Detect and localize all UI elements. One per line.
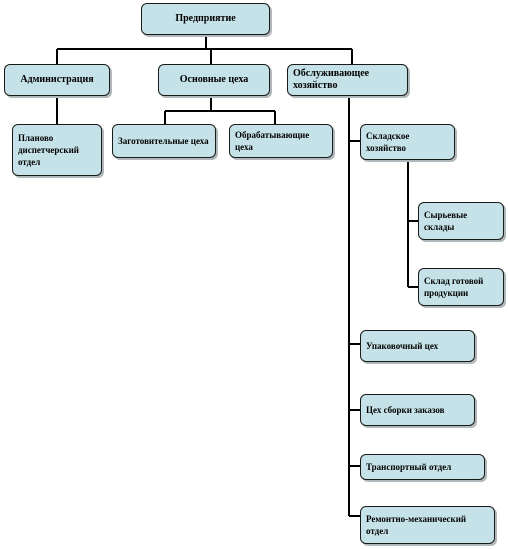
node-service-economy-label: Обслуживающее хозяйство <box>293 68 370 91</box>
node-planning-dept-label: Планово диспетчерский отдел <box>18 133 79 167</box>
node-procurement-shops[interactable]: Заготовительные цеха <box>112 124 216 158</box>
node-administration[interactable]: Администрация <box>4 64 110 96</box>
node-root[interactable]: Предприятие <box>141 3 270 35</box>
node-warehouse-economy[interactable]: Складское хозяйство <box>360 124 455 160</box>
node-processing-shops-label: Обрабатывающие цеха <box>235 130 310 152</box>
node-raw-warehouses[interactable]: Сырьевые склады <box>418 202 504 240</box>
node-transport-dept[interactable]: Транспортный отдел <box>360 454 485 480</box>
node-administration-label: Администрация <box>20 74 94 85</box>
node-main-shops[interactable]: Основные цеха <box>158 64 270 96</box>
node-service-economy[interactable]: Обслуживающее хозяйство <box>287 64 408 96</box>
node-packing-shop[interactable]: Упаковочный цех <box>360 330 475 362</box>
node-processing-shops[interactable]: Обрабатывающие цеха <box>229 124 333 158</box>
node-main-shops-label: Основные цеха <box>179 74 249 85</box>
node-warehouse-economy-label: Складское хозяйство <box>366 131 410 153</box>
node-root-label: Предприятие <box>175 13 236 24</box>
node-transport-dept-label: Транспортный отдел <box>366 462 452 472</box>
node-repair-mechanical-dept[interactable]: Ремонтно-механический отдел <box>360 506 495 544</box>
node-packing-shop-label: Упаковочный цех <box>366 341 439 351</box>
node-order-assembly-shop[interactable]: Цех сборки заказов <box>360 394 475 426</box>
node-finished-goods-warehouse-label: Склад готовой продукции <box>424 276 484 298</box>
node-repair-mechanical-dept-label: Ремонтно-механический отдел <box>366 514 467 536</box>
node-order-assembly-shop-label: Цех сборки заказов <box>366 405 445 415</box>
node-raw-warehouses-label: Сырьевые склады <box>424 210 468 232</box>
node-finished-goods-warehouse[interactable]: Склад готовой продукции <box>418 268 504 306</box>
node-procurement-shops-label: Заготовительные цеха <box>118 136 209 146</box>
node-planning-dept[interactable]: Планово диспетчерский отдел <box>12 124 102 176</box>
